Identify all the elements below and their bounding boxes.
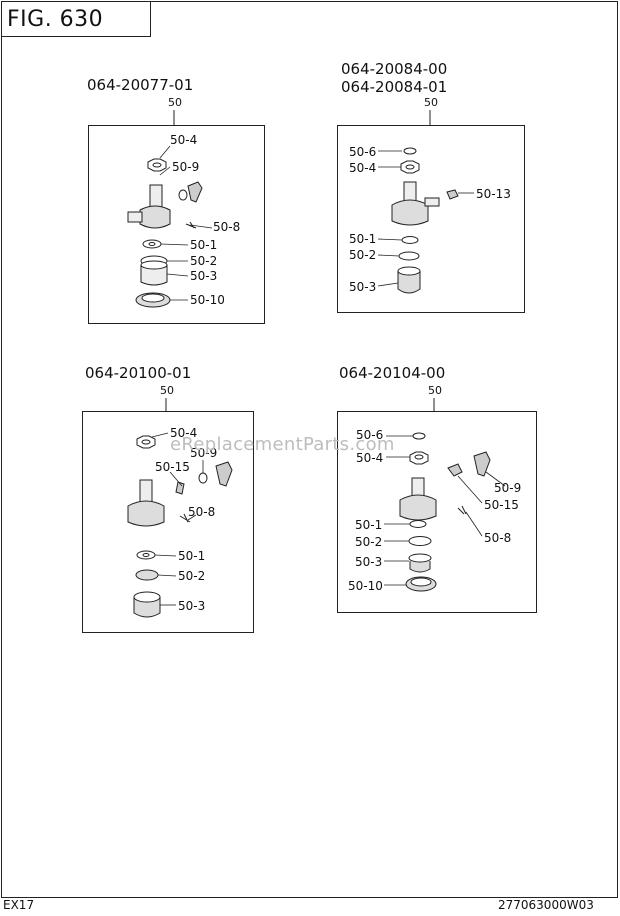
callout-a1-50-10: 50-10 xyxy=(190,293,225,307)
assembly-1-part-number: 064-20077-01 xyxy=(87,76,194,94)
callout-a1-50-9: 50-9 xyxy=(172,160,200,174)
callout-a3-50-1: 50-1 xyxy=(178,549,206,563)
callout-a1-50-8: 50-8 xyxy=(213,220,241,234)
callout-a3-50-2: 50-2 xyxy=(178,569,206,583)
assembly-4-parts xyxy=(399,432,491,592)
assembly-4-part-number: 064-20104-00 xyxy=(339,364,446,382)
callout-a1-50-1: 50-1 xyxy=(190,238,218,252)
callout-a2-50-6: 50-6 xyxy=(349,145,377,159)
callout-a3-50-3: 50-3 xyxy=(178,599,206,613)
callout-a2-50-3: 50-3 xyxy=(349,280,377,294)
assembly-2-parts xyxy=(391,147,459,294)
assembly-2-part-number-a: 064-20084-00 xyxy=(341,60,448,78)
callout-a4-50-8: 50-8 xyxy=(484,531,512,545)
callout-a2-50-13: 50-13 xyxy=(476,187,511,201)
assembly-3-parts xyxy=(127,435,233,618)
callout-a4-50-10: 50-10 xyxy=(348,579,383,593)
drawing-frame xyxy=(1,1,618,898)
assembly-1-parts xyxy=(127,158,203,308)
footer-doc-number: 277063000W03 xyxy=(498,898,594,912)
callout-a4-50-4: 50-4 xyxy=(356,451,384,465)
assembly-4-ref: 50 xyxy=(428,384,442,397)
callout-a4-50-6: 50-6 xyxy=(356,428,384,442)
assembly-1-ref: 50 xyxy=(168,96,182,109)
callout-a4-50-2: 50-2 xyxy=(355,535,383,549)
assembly-2-ref: 50 xyxy=(424,96,438,109)
callout-a4-50-9: 50-9 xyxy=(494,481,522,495)
figure-title: FIG. 630 xyxy=(7,7,104,32)
callout-a2-50-2: 50-2 xyxy=(349,248,377,262)
assembly-3-ref: 50 xyxy=(160,384,174,397)
callout-a2-50-1: 50-1 xyxy=(349,232,377,246)
callout-a3-50-15: 50-15 xyxy=(155,460,190,474)
callout-a3-50-9: 50-9 xyxy=(190,446,218,460)
figure-title-box: FIG. 630 xyxy=(1,1,151,37)
assembly-3-part-number: 064-20100-01 xyxy=(85,364,192,382)
assembly-3-box xyxy=(82,411,254,633)
callout-a1-50-3: 50-3 xyxy=(190,269,218,283)
callout-a2-50-4: 50-4 xyxy=(349,161,377,175)
watermark: eReplacementParts.com xyxy=(170,434,395,455)
callout-a4-50-15: 50-15 xyxy=(484,498,519,512)
footer-model: EX17 xyxy=(3,898,35,912)
assembly-2-box xyxy=(337,125,525,313)
callout-a1-50-4: 50-4 xyxy=(170,133,198,147)
assembly-4-box xyxy=(337,411,537,613)
callout-a1-50-2: 50-2 xyxy=(190,254,218,268)
callout-a4-50-1: 50-1 xyxy=(355,518,383,532)
callout-a3-50-8: 50-8 xyxy=(188,505,216,519)
callout-a3-50-4: 50-4 xyxy=(170,426,198,440)
assembly-2-part-number-b: 064-20084-01 xyxy=(341,78,448,96)
assembly-1-box xyxy=(88,125,265,324)
callout-a4-50-3: 50-3 xyxy=(355,555,383,569)
